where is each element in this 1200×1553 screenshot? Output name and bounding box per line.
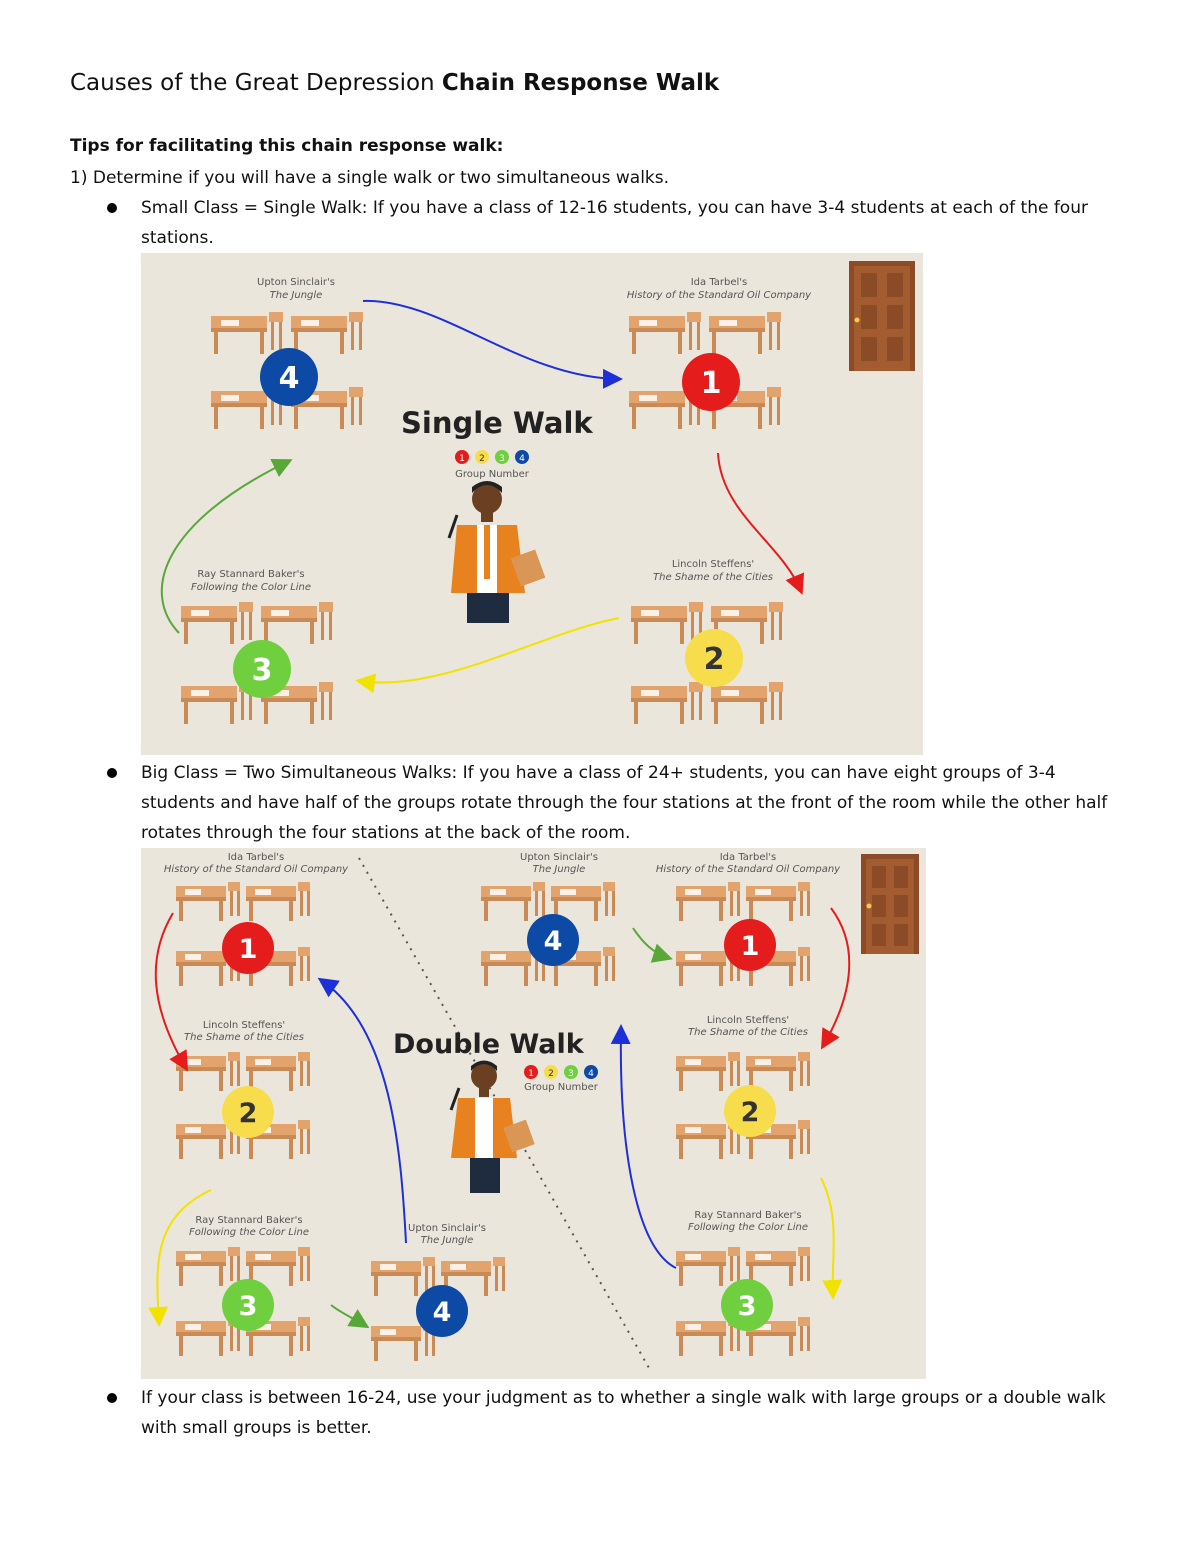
station-author: Ida Tarbel's (720, 852, 777, 863)
group-badge-3: 3 (233, 640, 291, 698)
station-author: Upton Sinclair's (520, 852, 598, 863)
svg-text:Group Number: Group Number (524, 1082, 599, 1093)
single-walk-diagram: Upton Sinclair's The Jungle 4 Ida Tarbel… (160, 261, 915, 724)
svg-text:3: 3 (252, 653, 273, 688)
group-badge-2: 2 (685, 629, 743, 687)
arrow-right-2-to-3 (820, 1177, 843, 1300)
bullet-small-class: Small Class = Single Walk: If you have a… (141, 198, 1088, 248)
double-walk-figure: Ida Tarbel's History of the Standard Oil… (141, 848, 926, 1379)
svg-text:1: 1 (741, 931, 760, 962)
single-walk-figure: Upton Sinclair's The Jungle 4 Ida Tarbel… (141, 253, 923, 755)
station-author: Ray Stannard Baker's (195, 1215, 302, 1226)
teacher-figure (449, 1060, 535, 1193)
group-badge-3: 3 (222, 1279, 274, 1331)
station-author: Lincoln Steffens' (672, 559, 754, 570)
station-author: Lincoln Steffens' (203, 1020, 285, 1031)
station-work: History of the Standard Oil Company (627, 290, 812, 301)
svg-text:2: 2 (741, 1097, 760, 1128)
arrow-3-to-4 (160, 458, 293, 634)
station-author: Lincoln Steffens' (707, 1015, 789, 1026)
document-title: Causes of the Great Depression Chain Res… (70, 70, 720, 96)
svg-text:Group Number: Group Number (455, 469, 530, 480)
group-badge-4: 4 (260, 348, 318, 406)
station-author: Ray Stannard Baker's (197, 569, 304, 580)
svg-text:4: 4 (519, 454, 525, 464)
svg-text:2: 2 (479, 454, 485, 464)
group-badge-1: 1 (682, 353, 740, 411)
svg-text:2: 2 (704, 642, 725, 677)
station-author: Ida Tarbel's (228, 852, 285, 863)
station-work: The Shame of the Cities (653, 572, 773, 583)
arrow-4-to-1 (362, 299, 623, 389)
teacher-figure (447, 481, 546, 623)
svg-text:4: 4 (544, 926, 563, 957)
station-author: Upton Sinclair's (408, 1223, 486, 1234)
bullet-judgment: If your class is between 16-24, use your… (141, 1388, 1106, 1438)
step-1-text: 1) Determine if you will have a single w… (70, 168, 670, 188)
bullet-dot (107, 1393, 117, 1403)
group-badge-2: 2 (222, 1086, 274, 1138)
station-work: The Jungle (270, 290, 323, 301)
station-author: Upton Sinclair's (257, 277, 335, 288)
walk-title: Double Walk (393, 1029, 585, 1060)
station-author: Ray Stannard Baker's (694, 1210, 801, 1221)
station-work: The Jungle (533, 864, 586, 875)
station-work: Following the Color Line (688, 1222, 808, 1233)
svg-text:3: 3 (499, 454, 505, 464)
double-walk-diagram: Ida Tarbel's History of the Standard Oil… (148, 852, 919, 1369)
station-work: History of the Standard Oil Company (164, 864, 349, 875)
svg-text:1: 1 (528, 1069, 534, 1079)
group-badge-2: 2 (724, 1085, 776, 1137)
arrow-right-1-to-2 (820, 907, 851, 1050)
arrow-left-3-to-4 (330, 1304, 370, 1329)
room-divider (358, 857, 650, 1369)
bullet-big-class: Big Class = Two Simultaneous Walks: If y… (141, 763, 1108, 843)
arrow-left-2-to-3 (148, 1189, 212, 1327)
svg-text:3: 3 (239, 1291, 258, 1322)
station-work: Following the Color Line (189, 1227, 309, 1238)
tips-heading: Tips for facilitating this chain respons… (70, 136, 504, 156)
group-badge-4: 4 (527, 914, 579, 966)
arrow-right-4-to-1 (632, 927, 673, 963)
arrow-2-to-3 (355, 617, 620, 694)
svg-text:1: 1 (701, 366, 722, 401)
svg-text:4: 4 (279, 361, 300, 396)
door-icon (861, 854, 919, 954)
arrow-left-1-to-2 (154, 912, 189, 1072)
group-badge-3: 3 (721, 1279, 773, 1331)
station-author: Ida Tarbel's (691, 277, 748, 288)
svg-text:2: 2 (239, 1098, 258, 1129)
svg-text:2: 2 (548, 1069, 554, 1079)
svg-text:4: 4 (588, 1069, 594, 1079)
svg-text:4: 4 (433, 1297, 452, 1328)
arrow-1-to-2 (717, 452, 805, 595)
bullet-dot (107, 768, 117, 778)
station-work: The Shame of the Cities (688, 1027, 808, 1038)
door-icon (849, 261, 915, 371)
svg-text:1: 1 (459, 454, 465, 464)
station-work: History of the Standard Oil Company (656, 864, 841, 875)
svg-text:3: 3 (738, 1291, 757, 1322)
station-work: Following the Color Line (191, 582, 311, 593)
group-badge-1: 1 (222, 922, 274, 974)
svg-text:3: 3 (568, 1069, 574, 1079)
svg-text:1: 1 (239, 934, 258, 965)
walk-title: Single Walk (401, 406, 593, 440)
group-number-legend: 1 2 3 4 Group Number (524, 1065, 599, 1093)
group-badge-1: 1 (724, 919, 776, 971)
group-badge-4: 4 (416, 1285, 468, 1337)
station-work: The Jungle (421, 1235, 474, 1246)
station-work: The Shame of the Cities (184, 1032, 304, 1043)
group-number-legend: 1 2 3 4 Group Number (455, 450, 530, 480)
bullet-dot (107, 203, 117, 213)
arrow-right-3-to-4 (610, 1024, 677, 1269)
arrow-left-4-to-1 (317, 977, 407, 1244)
